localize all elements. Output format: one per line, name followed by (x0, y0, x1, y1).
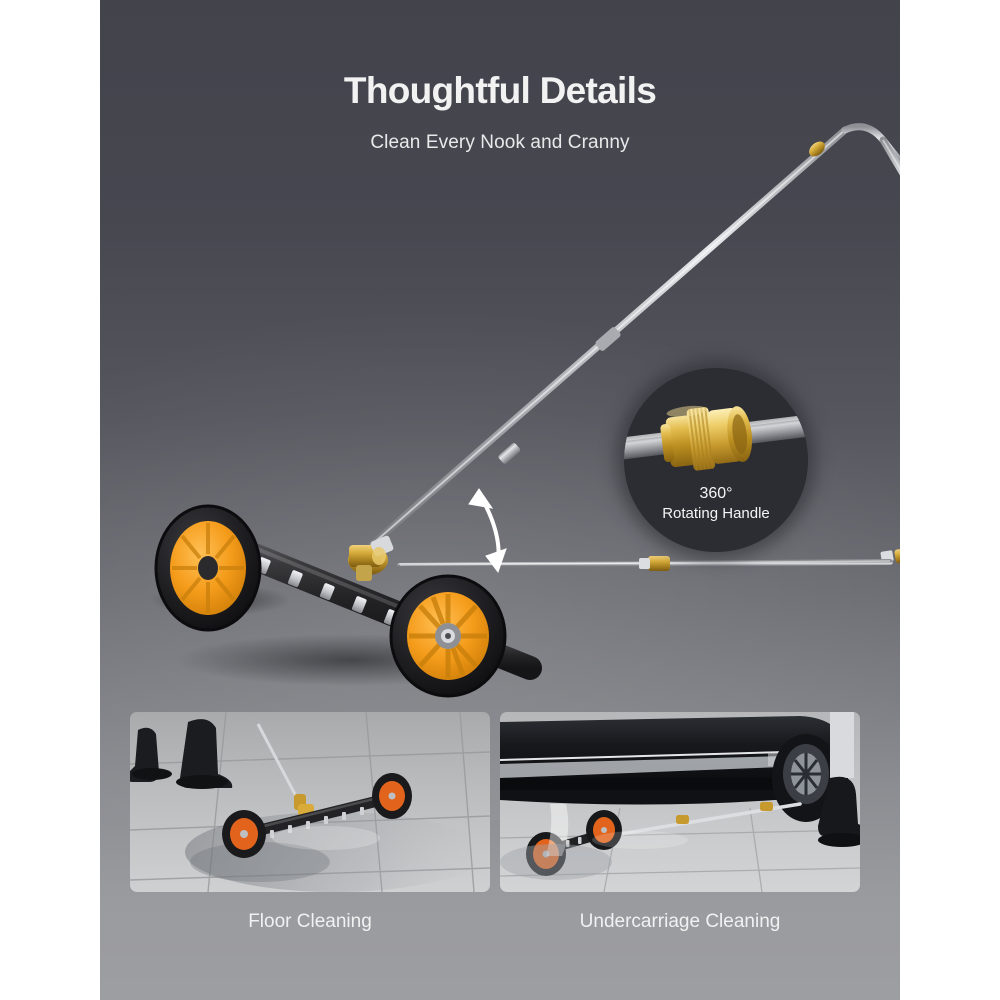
thumb-wheel-under-a (526, 832, 566, 876)
lance-right-descending (879, 136, 900, 176)
caption-undercarriage-cleaning: Undercarriage Cleaning (579, 911, 781, 932)
page-subtitle: Clean Every Nook and Cranny (370, 132, 630, 153)
pivot-range-arrow (468, 488, 507, 574)
use-case-thumbnails: Floor Cleaning Undercarriage Cleaning (100, 712, 900, 1000)
wheel-front (389, 574, 507, 698)
thumb-wheel-under-b (586, 810, 622, 850)
lance-coupler-mid (498, 443, 521, 464)
page-title: Thoughtful Details (343, 70, 657, 111)
brass-swivel-joint (348, 535, 394, 581)
caption-floor-cleaning: Floor Cleaning (248, 911, 372, 932)
floor-cleaning-photo (130, 712, 490, 892)
callout-label: Rotating Handle (662, 505, 770, 522)
brass-coupling-photo (624, 368, 808, 552)
thumb-wheel-right (372, 773, 412, 819)
callout-degrees: 360° (699, 485, 733, 502)
car-wheel (768, 734, 840, 822)
callout-caption: 360° Rotating Handle (624, 484, 808, 524)
lance-upper-diagonal (364, 126, 849, 552)
undercarriage-cleaning-photo (500, 712, 860, 892)
feature-callout-rotating-handle: 360° Rotating Handle (624, 368, 808, 552)
thumb-wheel-left (222, 810, 266, 858)
lance-coupler-upper (595, 327, 621, 351)
wheel-rear (154, 504, 262, 632)
brass-coupler-midwand (639, 556, 670, 571)
thumbnail-undercarriage-cleaning[interactable] (500, 712, 860, 892)
hero-product-illustration (150, 123, 900, 698)
boots-right (818, 712, 860, 847)
thumbnail-floor-cleaning[interactable] (130, 712, 490, 892)
brass-nut-apex (809, 141, 825, 157)
boots-left (130, 719, 233, 789)
dark-gradient-panel: Thoughtful Details Clean Every Nook and … (100, 0, 900, 1000)
